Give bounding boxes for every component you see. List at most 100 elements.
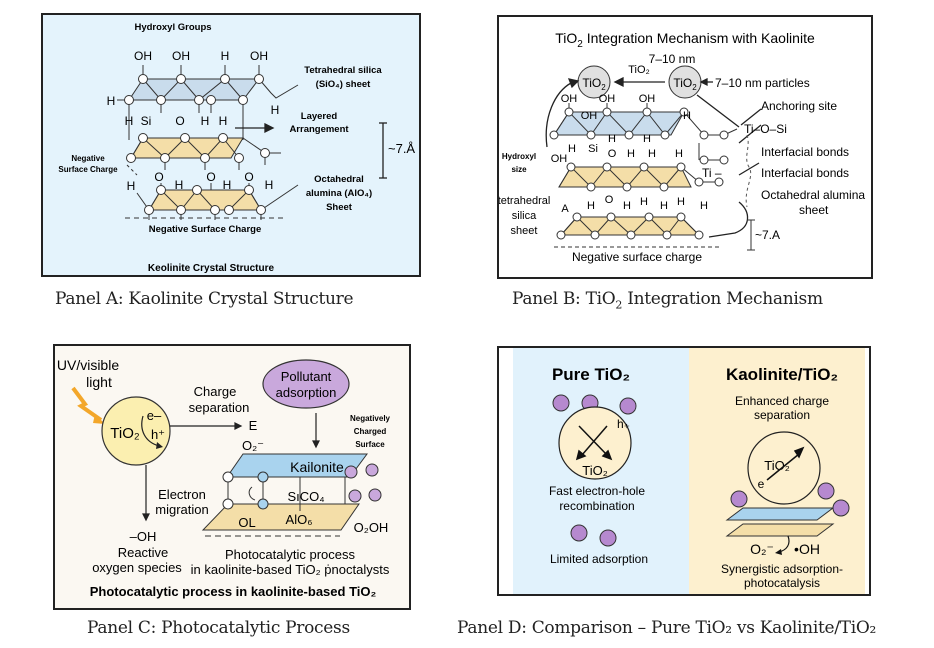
panel-d: Pure TiO₂ h₊ TiO₂ Fast electron-hole rec… bbox=[497, 346, 871, 596]
photocatalytic-process-diagram: UV/visible light TiO₂ e– h⁺ Charge separ… bbox=[57, 357, 391, 599]
octahedral-label: sheet bbox=[799, 203, 829, 217]
h-label: H bbox=[700, 200, 708, 212]
ol-label: OL bbox=[238, 515, 255, 530]
h-label: H bbox=[107, 94, 116, 108]
hydroxyl-size-label: Hydroxyl bbox=[502, 152, 536, 161]
pollutant-dot bbox=[348, 489, 362, 503]
limited-adsorption-label: Limited adsorption bbox=[550, 552, 648, 566]
h-label: H bbox=[643, 133, 651, 145]
comparison-diagram: Pure TiO₂ h₊ TiO₂ Fast electron-hole rec… bbox=[513, 348, 865, 594]
neg-surface-label: Charged bbox=[354, 427, 387, 436]
pollutant-dot bbox=[619, 397, 637, 415]
electron-label: e bbox=[758, 477, 765, 491]
kaolinite-silica-plate bbox=[725, 507, 835, 521]
caption-panel-c: Panel C: Photocatalytic Process bbox=[87, 618, 350, 638]
hole-label: h₊ bbox=[617, 417, 630, 431]
h-label: H bbox=[660, 200, 668, 212]
panel-b: TiO2 Integration Mechanism with Kaolinit… bbox=[497, 15, 873, 279]
layered-label: Layered bbox=[301, 111, 338, 122]
hole-label: h⁺ bbox=[151, 427, 165, 442]
o-label: O bbox=[608, 148, 617, 160]
tio2-label: TiO₂ bbox=[110, 425, 140, 442]
ros-label: oxygen species bbox=[92, 560, 182, 575]
negative-surface-label: Negative surface charge bbox=[572, 250, 702, 264]
recombination-label: Fast electron-hole bbox=[549, 484, 645, 498]
process-sub-label: in kaolinite-based TiO₂ ṗnoctalysts bbox=[191, 562, 390, 577]
lightning-arrow-icon bbox=[93, 414, 105, 424]
pollutant-molecules bbox=[344, 463, 382, 503]
spacing-label: ~7.A bbox=[755, 228, 780, 242]
tio2-particle-anchored bbox=[577, 65, 611, 99]
a-label: A bbox=[561, 203, 569, 215]
charge-separation-label: Charge bbox=[194, 384, 237, 399]
pollutant-dot bbox=[552, 394, 570, 412]
octahedral-label: Octahedral bbox=[314, 174, 364, 185]
h-label: H bbox=[175, 178, 184, 192]
hydroxyl-groups-label: Hydroxyl Groups bbox=[134, 22, 211, 33]
electron-label: e– bbox=[147, 408, 162, 423]
hydroxyl-size-label: size bbox=[511, 165, 527, 174]
caption-panel-b: Panel B: TiO2 Integration Mechanism bbox=[512, 289, 823, 312]
lightning-icon bbox=[71, 386, 103, 422]
interfacial-label: Interfacial bonds bbox=[761, 166, 849, 180]
pollutant-dot bbox=[344, 465, 358, 479]
pollutant-dot bbox=[817, 482, 835, 500]
tetrahedral-label: (SiO₄) sheet bbox=[316, 79, 372, 90]
o-label: O bbox=[206, 170, 215, 184]
panel-a: Hydroxyl Groups OH OH H OH H H H Si O H … bbox=[41, 13, 421, 277]
alumina-plate bbox=[201, 503, 360, 531]
octahedral-label: Sheet bbox=[326, 202, 353, 213]
oh-label: OH bbox=[134, 49, 152, 63]
oh-label: OH bbox=[551, 153, 568, 165]
pollutant-dot bbox=[730, 490, 748, 508]
h-label: H bbox=[568, 143, 576, 155]
caption-panel-d: Panel D: Comparison – Pure TiO₂ vs Kaoli… bbox=[457, 618, 876, 638]
oh-label: OH bbox=[599, 93, 616, 105]
enhanced-label: separation bbox=[754, 408, 810, 422]
alumina-sheet-lower bbox=[148, 189, 262, 211]
pure-tio2-title: Pure TiO₂ bbox=[552, 365, 630, 384]
h-label: H bbox=[675, 148, 683, 160]
h-label: H bbox=[587, 200, 595, 212]
o-label: O bbox=[154, 170, 163, 184]
negative-surface-charge-label: Negative Surface Charge bbox=[149, 224, 261, 235]
electron-migration-label: migration bbox=[155, 502, 208, 517]
o-label: O bbox=[605, 194, 614, 206]
oh-label: OH bbox=[172, 49, 190, 63]
pollutant-label: adsorption bbox=[276, 385, 337, 400]
e-label: E bbox=[249, 418, 258, 433]
octahedral-label: Octahedral alumina bbox=[761, 188, 865, 202]
h-label: H bbox=[201, 114, 210, 128]
light-label: light bbox=[86, 374, 112, 390]
negative-charge-label: Surface Charge bbox=[58, 165, 118, 174]
h-label: H bbox=[219, 114, 228, 128]
tetrahedral-label: silica bbox=[512, 210, 537, 222]
synergistic-label: photocatalysis bbox=[744, 576, 820, 590]
h-label: H bbox=[221, 49, 230, 63]
oh-label: –OH bbox=[130, 529, 157, 544]
light-label: UV/visible bbox=[57, 357, 119, 373]
caption-panel-a: Panel A: Kaolinite Crystal Structure bbox=[55, 289, 354, 309]
enhanced-label: Enhanced charge bbox=[735, 394, 829, 408]
h-label: H bbox=[223, 178, 232, 192]
pollutant-dot bbox=[368, 488, 382, 502]
diagram-title: TiO2 Integration Mechanism with Kaolinit… bbox=[555, 30, 815, 50]
pollutant-bubble bbox=[262, 359, 350, 409]
superoxide-label: O₂⁻ bbox=[750, 541, 774, 557]
h-label: H bbox=[627, 148, 635, 160]
spacing-label: ~7.Å bbox=[388, 141, 415, 156]
kaolinite-alumina-plate bbox=[725, 523, 835, 537]
kaolinite-label: Kailonite bbox=[290, 459, 344, 475]
oh-label: OH bbox=[581, 110, 598, 122]
tiosi-label: Ti–O–Si bbox=[744, 122, 787, 136]
tio2-integration-diagram: TiO2 Integration Mechanism with Kaolinit… bbox=[499, 30, 865, 264]
ti-label: Ti – bbox=[702, 166, 722, 180]
charge-separation-label: separation bbox=[189, 400, 250, 415]
layered-label: Arrangement bbox=[289, 124, 349, 135]
si-label: Si bbox=[588, 143, 598, 155]
structure-footer: Keolinite Crystal Structure bbox=[148, 263, 275, 274]
ros-label: Reactive bbox=[118, 545, 169, 560]
process-sub-label: Photocatalytic process bbox=[225, 547, 356, 562]
pollutant-dot bbox=[599, 529, 617, 547]
tio2-particle bbox=[101, 396, 171, 466]
